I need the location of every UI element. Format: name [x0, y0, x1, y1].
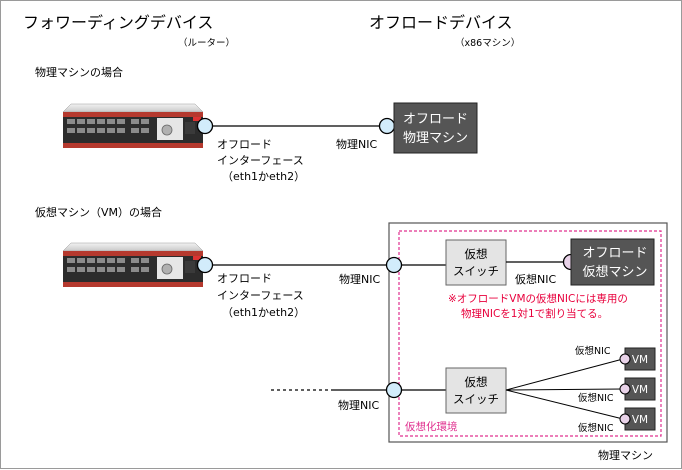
offload-physical-machine-box [393, 102, 478, 154]
router-image-vm [62, 242, 204, 288]
offload-vm-line1: オフロード [582, 246, 647, 261]
vm2-nic-label: 仮想NIC [578, 392, 614, 404]
physical-machine-label: 物理マシン [598, 448, 653, 462]
header-offload-device: オフロードデバイス [369, 13, 513, 32]
iface-label-line3: （eth1かeth2） [222, 170, 305, 183]
link-switch2-vm1 [505, 358, 624, 391]
vm-box-1-label: VM [632, 354, 648, 366]
offload-interface-port-physical [196, 117, 214, 135]
physical-nic-label-vm-bottom: 物理NIC [338, 398, 379, 412]
vm3-nic-label: 仮想NIC [578, 422, 614, 434]
offload-vm-box [570, 238, 655, 286]
header-forwarding-device: フォワーディングデバイス [23, 13, 213, 32]
section-vm-title: 仮想マシン（VM）の場合 [35, 205, 162, 219]
vm1-nic-label: 仮想NIC [575, 345, 611, 357]
switch1-line2: スイッチ [453, 264, 499, 278]
note-line2: 物理NICを1対1で割り当てる。 [461, 307, 608, 320]
note-line1: ※オフロードVMの仮想NICには専用の [448, 292, 628, 305]
header-offload-sub: （x86マシン） [455, 37, 520, 49]
vm-iface-label-line3: （eth1かeth2） [222, 306, 305, 319]
vm-box-2-label: VM [632, 384, 648, 396]
vm-box-3-label: VM [632, 414, 648, 426]
physical-nic-port-vm-bottom [385, 381, 403, 399]
switch1-line1: 仮想 [465, 247, 488, 261]
virtual-nic-label-offload: 仮想NIC [515, 272, 556, 286]
link-switch2-vm2 [505, 388, 624, 391]
vm1-virtual-nic-port [619, 353, 631, 365]
vm-iface-label-line1: オフロード [217, 272, 272, 285]
vm-iface-label-line2: インターフェース [217, 289, 304, 302]
switch2-line2: スイッチ [453, 392, 499, 406]
virtualization-environment-label: 仮想化環境 [405, 420, 458, 433]
iface-label-line1: オフロード [217, 138, 272, 151]
virtual-switch-2 [445, 367, 507, 414]
physical-nic-port-vm-top [385, 256, 403, 274]
offload-machine-line1: オフロード [403, 112, 468, 127]
vm3-virtual-nic-port [619, 413, 631, 425]
virtual-switch-1 [445, 239, 507, 286]
iface-label-line2: インターフェース [217, 154, 304, 167]
vm2-virtual-nic-port [619, 383, 631, 395]
switch2-line1: 仮想 [465, 375, 488, 389]
offload-vm-line2: 仮想マシン [582, 264, 647, 280]
router-image-physical [62, 103, 204, 149]
physical-nic-label-vm-top: 物理NIC [339, 272, 380, 286]
link-switch2-vm3 [505, 389, 624, 420]
header-forwarding-sub: （ルーター） [178, 37, 235, 49]
physical-nic-port-physical [378, 117, 396, 135]
offload-machine-line2: 物理マシン [403, 131, 468, 146]
section-physical-title: 物理マシンの場合 [35, 65, 123, 79]
physical-machine-frame [388, 222, 668, 443]
physical-nic-label: 物理NIC [336, 137, 377, 151]
virtualization-environment-frame [398, 230, 662, 437]
offload-interface-port-vm [196, 256, 214, 274]
